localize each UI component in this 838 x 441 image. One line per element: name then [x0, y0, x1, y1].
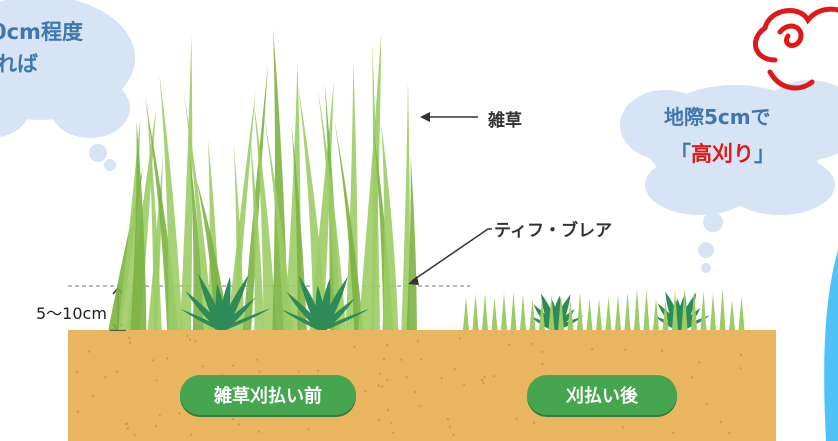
highlight-text: 高刈り — [691, 142, 754, 166]
weed-blades — [108, 28, 417, 331]
tifblair-label: ティフ・ブレア — [494, 221, 612, 241]
left-thought-bubble — [0, 0, 135, 171]
right-bubble-line1: 地際5cmで — [664, 105, 771, 129]
cut-stubble — [463, 288, 745, 330]
after-mowing-pill: 刈払い後 — [527, 375, 677, 415]
bracket-open: 「 — [670, 142, 691, 166]
left-bubble-line2: れば — [0, 52, 38, 76]
left-bubble-line1: 0cm程度 — [0, 20, 83, 44]
weed-label: 雑草 — [488, 111, 522, 131]
height-label: 5〜10cm — [36, 304, 107, 323]
right-thought-bubble — [620, 80, 838, 273]
tifblair-arrow — [408, 228, 492, 285]
cyan-bar — [824, 250, 838, 441]
right-bubble-line2: 「高刈り」 — [670, 138, 775, 168]
bracket-close: 」 — [754, 142, 775, 166]
red-swirl-icon — [752, 6, 838, 91]
weed-arrow — [420, 112, 478, 122]
before-mowing-pill: 雑草刈払い前 — [180, 375, 356, 415]
